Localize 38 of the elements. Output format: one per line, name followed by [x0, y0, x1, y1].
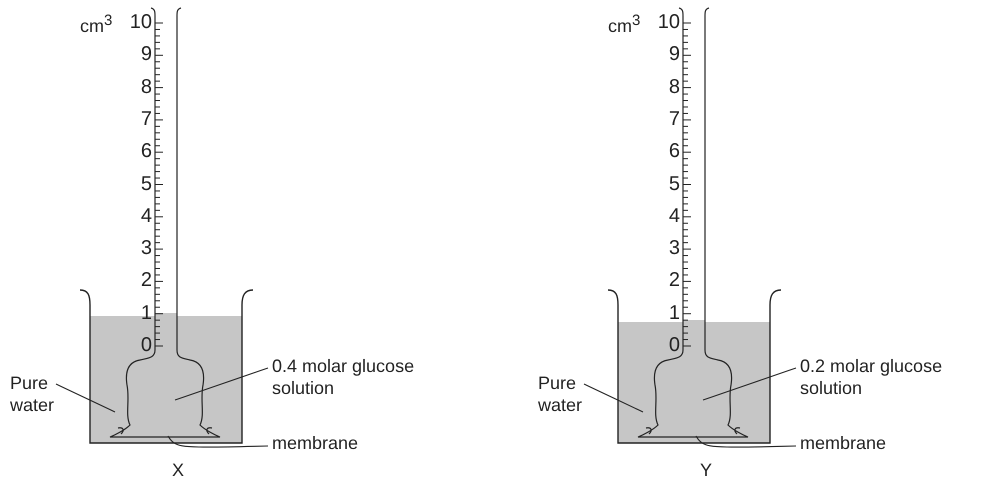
scale-number: 1	[140, 302, 152, 324]
scale-number: 6	[668, 140, 680, 162]
scale-number: 2	[140, 269, 152, 292]
leader-line	[696, 436, 796, 448]
leader-line	[56, 384, 116, 412]
scale-number: 9	[140, 43, 152, 66]
annotation-text: 0.4 molar glucose solution	[272, 355, 462, 399]
scale-number: 9	[668, 43, 680, 66]
scale-number: 7	[668, 108, 680, 130]
scale-number: 2	[668, 269, 680, 292]
scale-number: 5	[140, 172, 152, 194]
leader-line	[174, 367, 268, 401]
leader-line	[702, 367, 796, 401]
annotation-text: Pure water	[10, 372, 70, 416]
annotation-text: membrane	[272, 432, 372, 454]
scale-number: 5	[668, 172, 680, 194]
unit-label: cm$^{3}$	[80, 11, 112, 37]
scale-number: 10	[656, 11, 680, 33]
annotation-text: 0.2 molar glucose solution	[800, 355, 983, 399]
unit-label: cm$^{3}$	[608, 11, 640, 37]
annotation-text: membrane	[800, 432, 900, 454]
scale-number: 4	[140, 204, 152, 227]
scale-number: 0	[140, 334, 152, 356]
apparatus-label: Y	[700, 459, 712, 481]
scale-number: 3	[140, 237, 152, 260]
leader-line	[584, 384, 644, 412]
scale-number: 3	[668, 237, 680, 260]
scale-number: 1	[668, 302, 680, 324]
scale-number: 6	[140, 140, 152, 162]
scale-number: 8	[668, 76, 680, 98]
scale-number: 0	[668, 334, 680, 356]
annotation-text: Pure water	[538, 372, 598, 416]
leader-line	[168, 436, 268, 448]
scale-number: 4	[668, 204, 680, 227]
scale-number: 10	[128, 11, 152, 33]
apparatus-label: X	[172, 459, 184, 481]
scale-number: 7	[140, 108, 152, 130]
scale-number: 8	[140, 76, 152, 98]
